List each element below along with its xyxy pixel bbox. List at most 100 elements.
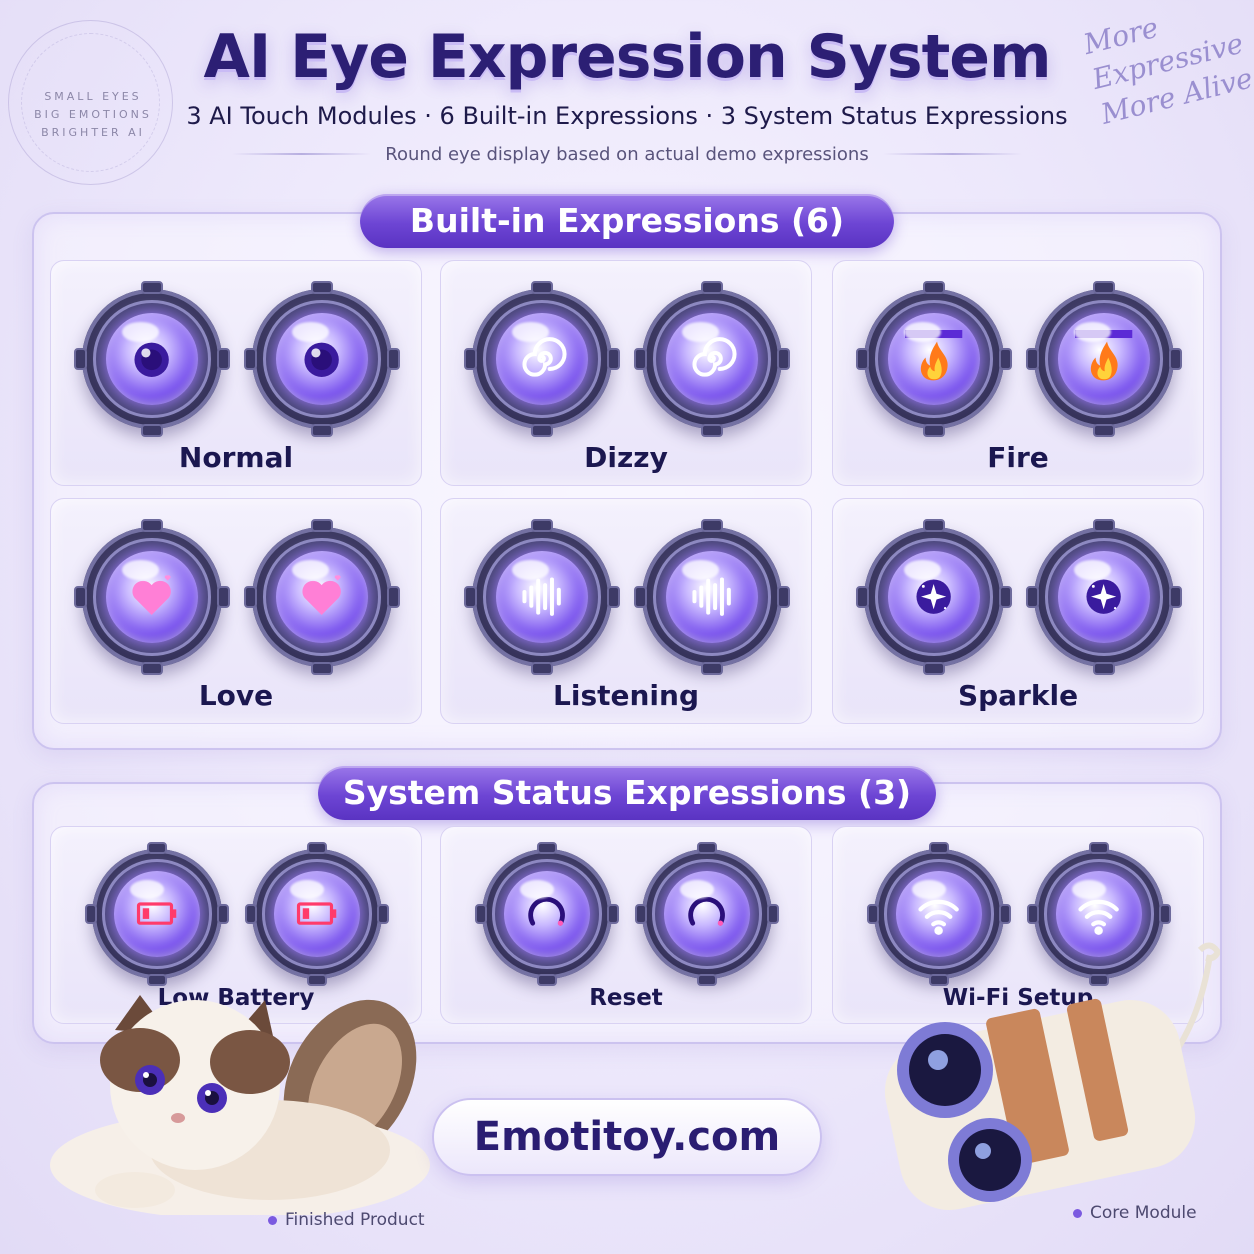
eye-mount-tab <box>767 903 779 925</box>
eye-mount-tab <box>700 661 724 675</box>
robot-eye <box>856 281 1012 437</box>
eye-mount-tab <box>244 903 257 925</box>
eye-mount-tab <box>607 903 619 925</box>
eye-mount-tab <box>464 347 478 371</box>
robot-eye <box>244 841 389 986</box>
expression-card-love: Love <box>50 498 422 724</box>
brand-seal <box>8 20 173 185</box>
tagline: Round eye display based on actual demo e… <box>385 143 869 165</box>
robot-eye <box>866 841 1011 986</box>
eye-display <box>1056 871 1142 957</box>
eye-mount-tab <box>1092 423 1116 437</box>
eye-mount-tab <box>217 903 229 925</box>
eye-mount-tab <box>1168 585 1182 609</box>
eye-display <box>887 550 981 644</box>
pupil-icon <box>106 313 198 405</box>
eye-mount-tab <box>530 661 554 675</box>
eye-display <box>1057 312 1151 406</box>
spiral-icon <box>666 313 758 405</box>
eye-highlight <box>292 560 330 581</box>
eye-mount-tab <box>606 585 620 609</box>
eye-mount-tab <box>1026 903 1039 925</box>
eye-highlight <box>682 560 720 581</box>
eye-highlight <box>679 879 714 899</box>
eye-mount-tab <box>1026 585 1040 609</box>
eye-mount-tab <box>700 519 724 533</box>
eye-mount-tab <box>474 903 487 925</box>
sparkle-icon <box>1058 551 1150 643</box>
robot-eye <box>464 519 620 675</box>
robot-eye <box>464 281 620 437</box>
robot-eye <box>74 519 230 675</box>
module-caption-text: Core Module <box>1090 1203 1197 1223</box>
eye-highlight <box>292 322 330 343</box>
eye-mount-tab <box>310 519 334 533</box>
wifi-icon <box>1056 871 1142 957</box>
eye-display <box>114 871 200 957</box>
eye-mount-tab <box>856 585 870 609</box>
website-link[interactable]: Emotitoy.com <box>432 1098 822 1176</box>
eye-display <box>105 550 199 644</box>
eye-mount-tab <box>244 347 258 371</box>
eye-highlight <box>122 560 160 581</box>
expression-card-low-battery: Low Battery <box>50 826 422 1024</box>
eye-mount-tab <box>856 347 870 371</box>
sound-wave-icon <box>666 551 758 643</box>
eye-mount-tab <box>536 841 558 854</box>
sound-wave-icon <box>496 551 588 643</box>
eye-mount-tab <box>306 974 328 986</box>
eye-highlight <box>1074 560 1112 581</box>
cat-product-image <box>50 995 430 1215</box>
eye-mount-tab <box>306 841 328 854</box>
core-module-image <box>884 942 1220 1211</box>
seal-line-1: SMALL EYES <box>44 90 142 103</box>
eye-display <box>887 312 981 406</box>
eye-highlight <box>904 560 942 581</box>
pupil-icon <box>276 313 368 405</box>
eye-mount-tab <box>922 281 946 295</box>
eye-mount-tab <box>1159 903 1171 925</box>
eye-mount-tab <box>140 519 164 533</box>
eye-mount-tab <box>866 903 879 925</box>
reset-arc-icon <box>664 871 750 957</box>
eye-mount-tab <box>1026 347 1040 371</box>
eye-highlight <box>122 322 160 343</box>
robot-eye <box>634 519 790 675</box>
eye-mount-tab <box>140 281 164 295</box>
eye-mount-tab <box>464 585 478 609</box>
eye-highlight <box>519 879 554 899</box>
eye-mount-tab <box>244 585 258 609</box>
eye-mount-tab <box>928 841 950 854</box>
eye-mount-tab <box>928 974 950 986</box>
expression-card-dizzy: Dizzy <box>440 260 812 486</box>
eye-display <box>665 312 759 406</box>
tagline-divider-right <box>882 153 1023 155</box>
robot-eye <box>74 281 230 437</box>
spiral-icon <box>496 313 588 405</box>
eye-display <box>275 550 369 644</box>
eye-mount-tab <box>1088 841 1110 854</box>
eye-mount-tab <box>696 841 718 854</box>
builtin-heading: Built-in Expressions (6) <box>360 194 894 248</box>
heart-icon <box>276 551 368 643</box>
eye-mount-tab <box>776 585 790 609</box>
caption-dot-icon <box>1073 1208 1082 1218</box>
expression-label: Sparkle <box>957 679 1079 712</box>
expression-label: Fire <box>987 441 1049 474</box>
robot-eye <box>474 841 619 986</box>
tagline-row: Round eye display based on actual demo e… <box>232 140 1023 168</box>
eye-mount-tab <box>216 347 230 371</box>
eye-highlight <box>512 560 550 581</box>
eye-mount-tab <box>1088 974 1110 986</box>
expression-card-normal: Normal <box>50 260 422 486</box>
page-title: AI Eye Expression System <box>203 22 1052 92</box>
eye-mount-tab <box>140 661 164 675</box>
expression-card-fire: Fire <box>832 260 1204 486</box>
status-heading: System Status Expressions (3) <box>318 766 936 820</box>
robot-eye <box>1026 281 1182 437</box>
eye-mount-tab <box>140 423 164 437</box>
eye-mount-tab <box>310 423 334 437</box>
eye-mount-tab <box>310 281 334 295</box>
eye-mount-tab <box>606 347 620 371</box>
expression-label: Dizzy <box>584 441 668 474</box>
